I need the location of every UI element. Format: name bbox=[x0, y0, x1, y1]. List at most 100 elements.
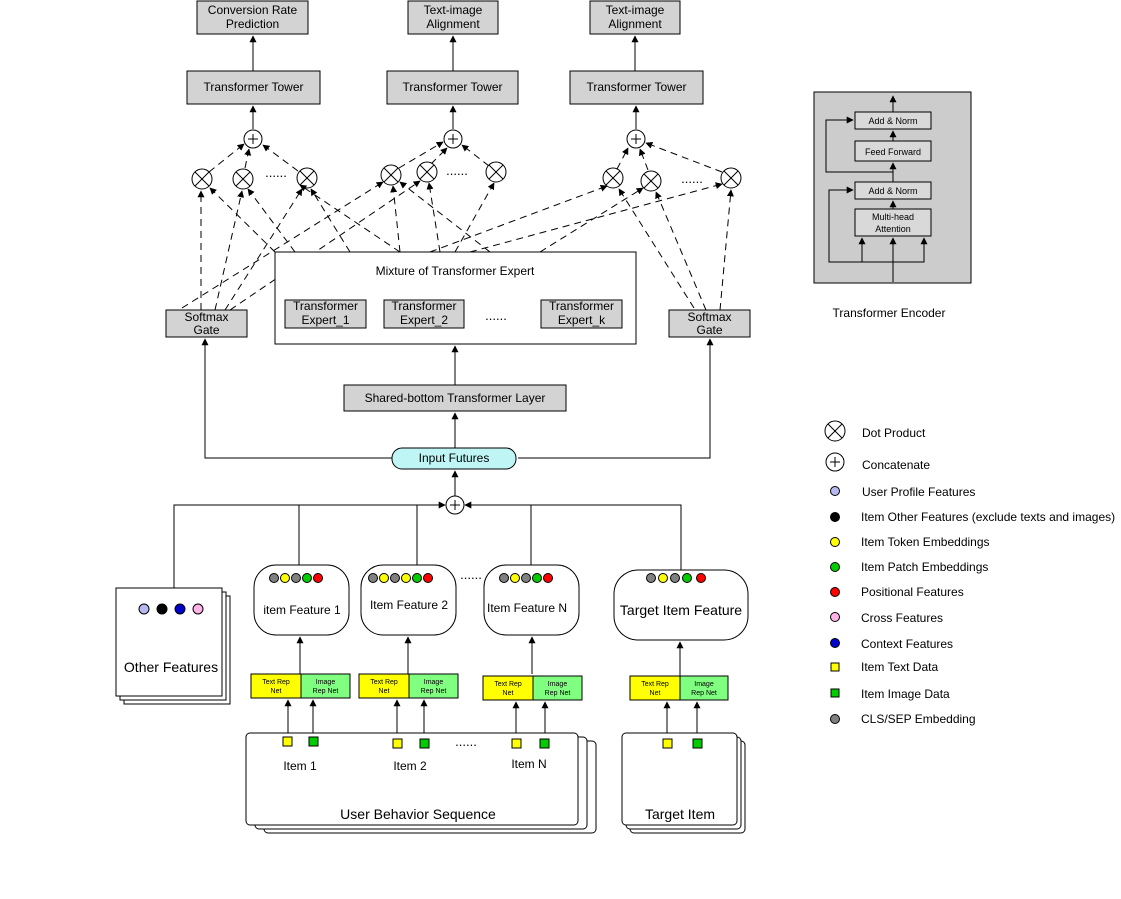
task-tia1-label-2: Alignment bbox=[426, 17, 480, 31]
enc-add-norm-bottom: Add & Norm bbox=[868, 186, 917, 196]
item-feature-n-label: Item Feature N bbox=[487, 601, 567, 615]
dot-ellipsis-3: ...... bbox=[681, 171, 703, 186]
expert-1-label-1: Transformer bbox=[293, 299, 358, 313]
transformer-tower-2: Transformer Tower bbox=[386, 70, 519, 105]
item-feature-1: item Feature 1 bbox=[253, 564, 350, 636]
sequence-item-n: Item N bbox=[511, 757, 546, 771]
dot-product-icon bbox=[485, 161, 507, 183]
legend-concatenate: Concatenate bbox=[862, 458, 930, 472]
legend-cls-sep-dot bbox=[830, 714, 840, 724]
expert-ellipsis: ...... bbox=[485, 308, 507, 323]
dot-product-icon bbox=[191, 168, 213, 190]
legend-positional: Positional Features bbox=[861, 585, 964, 599]
image-rep-2-l1: Image bbox=[424, 679, 444, 686]
user-behavior-sequence: ...... Item 1 Item 2 Item N User Behavio… bbox=[245, 732, 597, 834]
legend-dot-product: Dot Product bbox=[862, 426, 926, 440]
softmax-gate-right: Softmax Gate bbox=[668, 309, 751, 338]
legend-user-profile: User Profile Features bbox=[862, 485, 975, 499]
legend-item-patch-dot bbox=[830, 562, 840, 572]
image-rep-n-l1: Image bbox=[548, 681, 568, 688]
sequence-ellipsis: ...... bbox=[455, 734, 477, 749]
rep-net-2: Text Rep Net Image Rep Net bbox=[358, 673, 459, 699]
transformer-tower-1: Transformer Tower bbox=[186, 70, 321, 105]
cross-dot bbox=[192, 603, 204, 615]
task-cvr-prediction: Conversion Rate Prediction bbox=[196, 0, 309, 35]
concat-icon bbox=[443, 129, 463, 149]
dot-product-icon bbox=[720, 167, 742, 189]
legend-item-image: Item Image Data bbox=[861, 687, 950, 701]
dot-product-icon bbox=[232, 168, 254, 190]
legend-cross-dot bbox=[830, 612, 840, 622]
other-features-label: Other Features bbox=[124, 659, 218, 675]
image-rep-1-l2: Rep Net bbox=[313, 688, 339, 695]
legend-item-other: Item Other Features (exclude texts and i… bbox=[861, 510, 1115, 524]
tower-3-label: Transformer Tower bbox=[586, 80, 686, 94]
input-futures-label: Input Futures bbox=[419, 451, 490, 465]
item-feature-1-label: item Feature 1 bbox=[263, 603, 341, 617]
concat-icon bbox=[243, 129, 263, 149]
expert-k-label-2: Expert_k bbox=[558, 313, 606, 327]
task-tia2-label-2: Alignment bbox=[608, 17, 662, 31]
expert-k-label-1: Transformer bbox=[549, 299, 614, 313]
dot-ellipsis-1: ...... bbox=[265, 165, 287, 180]
other-features: Other Features bbox=[115, 587, 231, 705]
enc-mha-label-2: Attention bbox=[875, 224, 911, 234]
text-rep-2-l1: Text Rep bbox=[370, 679, 398, 686]
concat-icon bbox=[445, 495, 465, 515]
item-other-dot bbox=[156, 603, 168, 615]
gate-right-label-2: Gate bbox=[696, 323, 722, 337]
image-rep-n-l2: Rep Net bbox=[545, 690, 571, 697]
concat-icon bbox=[626, 129, 646, 149]
context-dot bbox=[174, 603, 186, 615]
transformer-tower-3: Transformer Tower bbox=[569, 70, 704, 105]
task-text-image-alignment-2: Text-image Alignment bbox=[589, 0, 681, 35]
shared-bottom-label: Shared-bottom Transformer Layer bbox=[365, 391, 546, 405]
sequence-item-1: Item 1 bbox=[283, 759, 317, 773]
legend-dot-product-icon bbox=[824, 420, 846, 442]
text-rep-1-l1: Text Rep bbox=[262, 679, 290, 686]
encoder-caption: Transformer Encoder bbox=[833, 306, 946, 320]
transformer-encoder: Add & Norm Feed Forward Add & Norm Multi… bbox=[813, 91, 972, 284]
legend-cross: Cross Features bbox=[861, 611, 943, 625]
legend-item-token-dot bbox=[830, 537, 840, 547]
legend: Dot Product Concatenate User Profile Fea… bbox=[824, 420, 1115, 726]
text-rep-2-l2: Net bbox=[379, 688, 390, 695]
dot-product-icon bbox=[380, 164, 402, 186]
expert-2-label-2: Expert_2 bbox=[400, 313, 448, 327]
expert-1-label-2: Expert_1 bbox=[301, 313, 349, 327]
dot-product-icon bbox=[640, 170, 662, 192]
legend-user-profile-dot bbox=[830, 486, 840, 496]
image-rep-1-l1: Image bbox=[316, 679, 336, 686]
legend-item-text-square bbox=[830, 662, 840, 672]
image-rep-t-l2: Rep Net bbox=[691, 690, 717, 697]
shared-bottom-layer: Shared-bottom Transformer Layer bbox=[343, 384, 567, 412]
item-feature-ellipsis: ...... bbox=[460, 567, 482, 582]
legend-item-patch: Item Patch Embeddings bbox=[861, 560, 988, 574]
softmax-gate-left: Softmax Gate bbox=[165, 309, 248, 338]
task-tia2-label-1: Text-image bbox=[606, 3, 665, 17]
user-profile-dot bbox=[138, 603, 150, 615]
item-feature-n: Item Feature N bbox=[483, 564, 580, 636]
rep-net-1: Text Rep Net Image Rep Net bbox=[250, 673, 351, 699]
dot-product-icon bbox=[602, 167, 624, 189]
item-feature-2: Item Feature 2 bbox=[360, 564, 457, 636]
input-futures: Input Futures bbox=[391, 447, 517, 470]
target-item-feature: Target Item Feature bbox=[613, 569, 749, 641]
legend-item-other-dot bbox=[830, 512, 840, 522]
legend-context: Context Features bbox=[861, 637, 953, 651]
text-rep-1-l2: Net bbox=[271, 688, 282, 695]
task-cvr-label-2: Prediction bbox=[226, 17, 279, 31]
moe-title: Mixture of Transformer Expert bbox=[376, 264, 535, 278]
image-rep-2-l2: Rep Net bbox=[421, 688, 447, 695]
item-feature-2-label: Item Feature 2 bbox=[370, 598, 448, 612]
gate-left-label-1: Softmax bbox=[184, 310, 228, 324]
expert-2-label-1: Transformer bbox=[392, 299, 457, 313]
image-rep-t-l1: Image bbox=[694, 681, 714, 688]
tower-1-label: Transformer Tower bbox=[203, 80, 303, 94]
dot-ellipsis-2: ...... bbox=[446, 163, 468, 178]
legend-positional-dot bbox=[830, 587, 840, 597]
target-item-feature-label: Target Item Feature bbox=[620, 602, 742, 618]
legend-item-text: Item Text Data bbox=[861, 660, 938, 674]
moe-block: Mixture of Transformer Expert Transforme… bbox=[274, 251, 637, 345]
